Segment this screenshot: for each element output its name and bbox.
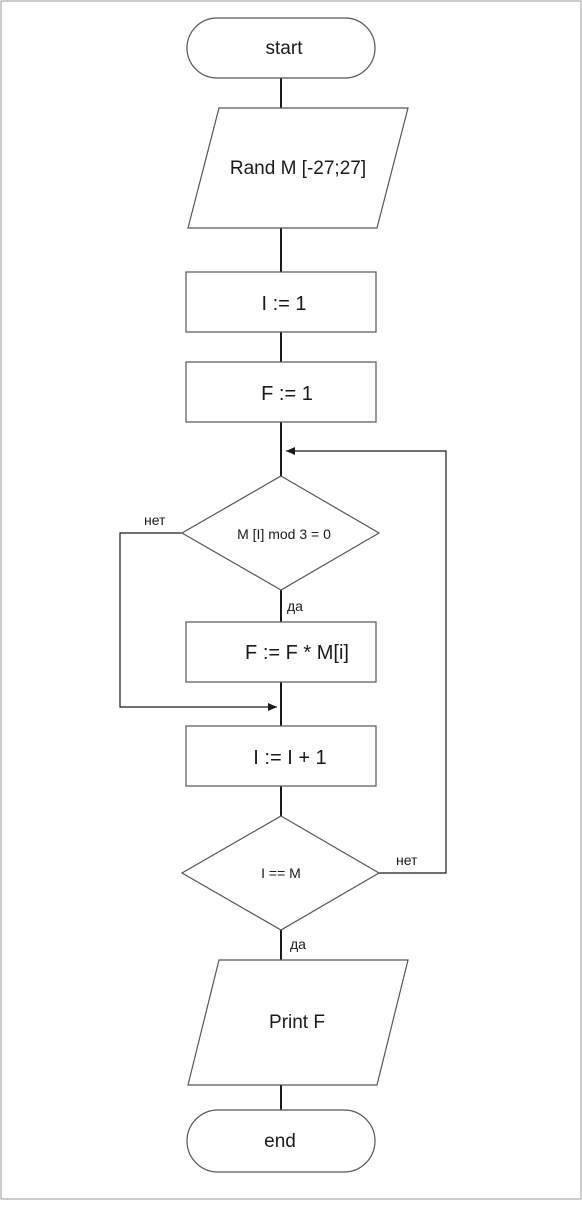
mod-yes-label: да	[287, 598, 303, 614]
end-no-label: нет	[396, 852, 418, 868]
mod-no-label: нет	[144, 512, 166, 528]
output-label: Print F	[269, 1012, 325, 1033]
input-label: Rand M [-27;27]	[230, 158, 366, 179]
cond-end-label: I == M	[261, 865, 301, 881]
input-node: Rand M [-27;27]	[187, 107, 409, 229]
cond-mod-node: M [I] mod 3 = 0	[180, 475, 381, 591]
multiply-node: F := F * M[i]	[185, 621, 377, 683]
cond-mod-label: M [I] mod 3 = 0	[237, 526, 331, 542]
cond-end-node: I == M	[180, 815, 381, 931]
end-node: end	[186, 1109, 376, 1173]
init-i-label: I := 1	[261, 293, 306, 315]
multiply-label: F := F * M[i]	[245, 642, 349, 664]
increment-label: I := I + 1	[253, 747, 326, 769]
init-f-label: F := 1	[261, 383, 313, 405]
connector-mod-no-branch	[119, 532, 277, 711]
increment-node: I := I + 1	[185, 725, 377, 787]
end-yes-label: да	[290, 936, 306, 952]
init-f-node: F := 1	[185, 361, 377, 423]
connector-loop-back	[286, 447, 447, 874]
start-node: start	[186, 17, 376, 79]
output-node: Print F	[187, 959, 409, 1086]
end-label: end	[264, 1131, 296, 1152]
init-i-node: I := 1	[185, 271, 377, 333]
start-label: start	[266, 38, 304, 59]
